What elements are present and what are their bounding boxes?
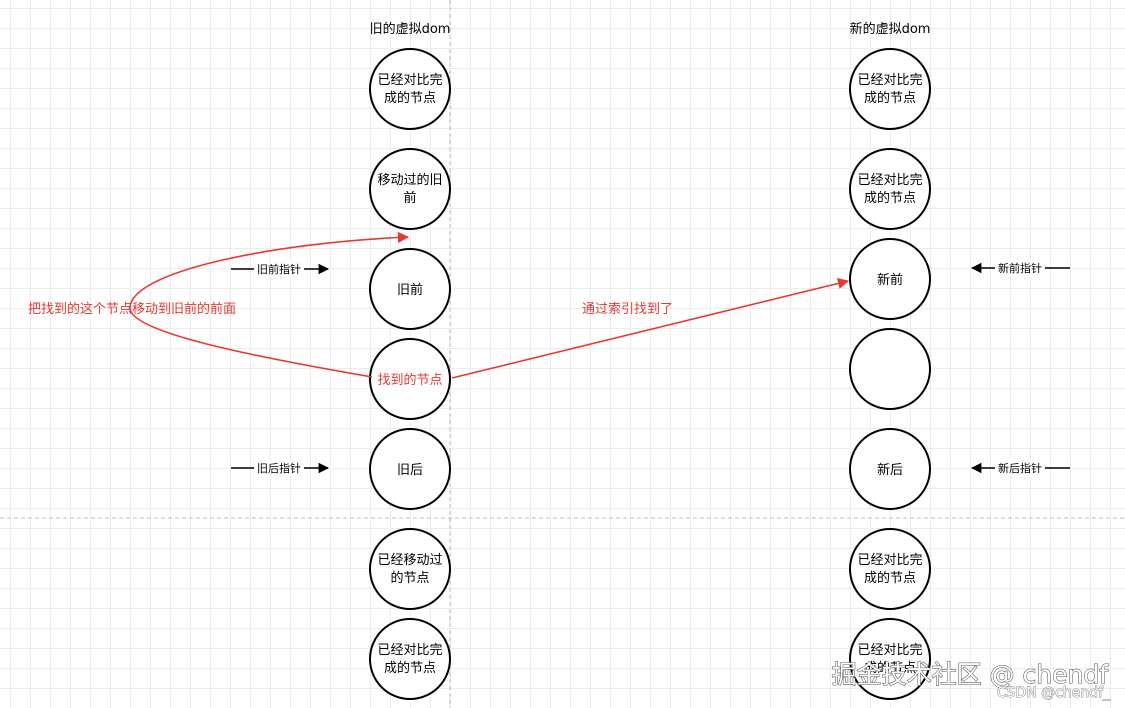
new-front-pointer: 新前指针 (970, 260, 1070, 276)
old-node-4-line-1: 旧后 (397, 463, 423, 478)
index-found-arrow (451, 277, 850, 379)
new-node-0: 已经对比完 成的节点 (849, 48, 931, 130)
new-node-6-line-1: 已经对比完 (857, 643, 922, 658)
old-node-1: 移动过的旧 前 (369, 148, 451, 230)
new-back-pointer: 新后指针 (970, 460, 1070, 476)
old-front-pointer-label: 旧前指针 (257, 262, 301, 276)
old-back-pointer: 旧后指针 (231, 460, 330, 476)
old-node-5-line-2: 的节点 (390, 570, 429, 586)
move-arrow (129, 231, 410, 378)
new-node-5: 已经对比完 成的节点 (849, 528, 931, 610)
old-node-4: 旧后 (369, 428, 451, 510)
found-node-label: 找到的节点 (377, 372, 442, 388)
old-node-2-line-1: 旧前 (397, 282, 423, 298)
new-node-1-line-1: 已经对比完 (857, 173, 922, 188)
new-node-2: 新前 (849, 238, 931, 320)
new-front-pointer-label: 新前指针 (998, 261, 1042, 275)
old-front-pointer: 旧前指针 (231, 261, 330, 277)
watermark-sub: CSDN @chendf_ (997, 685, 1111, 701)
old-node-6-line-2: 成的节点 (384, 660, 436, 676)
old-node-0-line-1: 已经对比完 (377, 73, 442, 88)
old-node-6-line-1: 已经对比完 (377, 643, 442, 658)
new-node-0-line-1: 已经对比完 (857, 73, 922, 88)
old-back-pointer-label: 旧后指针 (257, 461, 301, 475)
new-node-4-line-1: 新后 (877, 462, 903, 478)
new-node-1-line-2: 成的节点 (864, 190, 916, 206)
new-node-5-line-2: 成的节点 (864, 570, 916, 586)
old-node-0-line-2: 成的节点 (384, 90, 436, 106)
old-column-title: 旧的虚拟dom (370, 21, 451, 37)
old-node-5-line-1: 已经移动过 (377, 553, 442, 568)
old-node-6: 已经对比完 成的节点 (369, 618, 451, 700)
old-node-1-line-1: 移动过的旧 (377, 172, 442, 188)
new-column-title: 新的虚拟dom (850, 21, 931, 37)
watermark-main: 掘金技术社区 @ chendf (832, 660, 1110, 689)
new-node-6-line-2: 成的节点 (864, 660, 916, 676)
old-node-2: 旧前 (369, 248, 451, 330)
new-node-3 (849, 328, 931, 410)
new-node-4: 新后 (849, 428, 931, 510)
old-node-1-line-2: 前 (403, 190, 416, 206)
new-node-1: 已经对比完 成的节点 (849, 148, 931, 230)
new-node-5-line-1: 已经对比完 (857, 553, 922, 568)
new-node-6: 已经对比完 成的节点 (849, 618, 931, 700)
move-annotation: 把找到的这个节点移动到旧前的前面 (28, 301, 236, 317)
old-node-0: 已经对比完 成的节点 (369, 48, 451, 130)
new-node-0-line-2: 成的节点 (864, 90, 916, 106)
found-annotation: 通过索引找到了 (582, 302, 673, 317)
old-node-5: 已经移动过 的节点 (369, 528, 451, 610)
new-back-pointer-label: 新后指针 (998, 461, 1042, 475)
new-node-2-line-1: 新前 (877, 272, 903, 288)
